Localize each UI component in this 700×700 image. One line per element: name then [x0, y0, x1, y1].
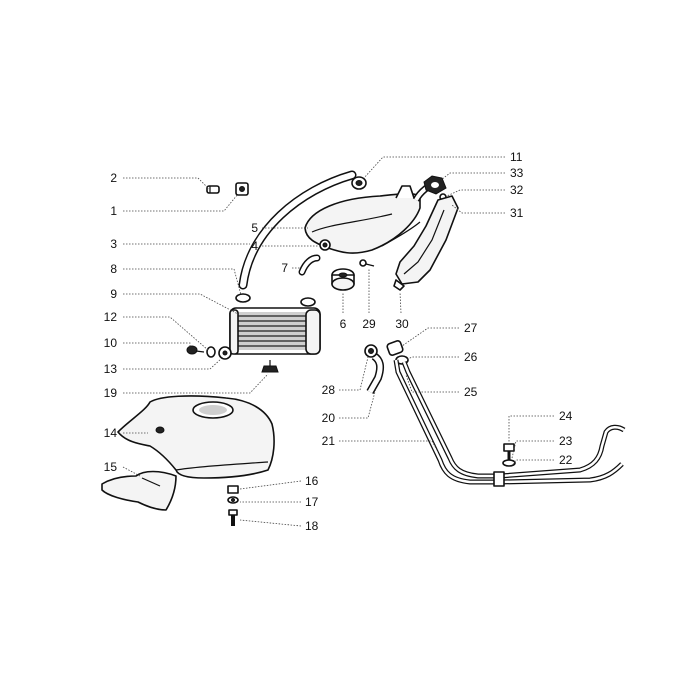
part-11-clamp	[351, 176, 367, 190]
callout-21: 21	[322, 434, 336, 448]
leader-lines	[122, 156, 554, 527]
part-1-nut	[235, 182, 249, 196]
part-4-grommet	[319, 239, 331, 251]
callout-30: 30	[395, 317, 409, 331]
callout-22: 22	[559, 453, 573, 467]
part-23-clamp	[502, 459, 516, 467]
callout-19: 19	[104, 386, 118, 400]
callout-3: 3	[110, 237, 117, 251]
callout-32: 32	[510, 183, 524, 197]
part-20-pipe-elbow	[366, 352, 385, 394]
callout-5: 5	[251, 221, 258, 235]
callout-15: 15	[104, 460, 118, 474]
callout-11: 11	[510, 150, 523, 164]
callout-1: 1	[110, 204, 117, 218]
part-33-filler-cap	[423, 175, 447, 195]
part-31-tank-cover	[381, 195, 459, 285]
callout-23: 23	[559, 434, 573, 448]
callout-20: 20	[322, 411, 336, 425]
callout-2: 2	[110, 171, 117, 185]
callout-12: 12	[104, 310, 118, 324]
callout-14: 14	[104, 426, 118, 440]
callout-24: 24	[559, 409, 573, 423]
callout-4: 4	[251, 239, 258, 253]
callout-27: 27	[464, 321, 478, 335]
part-14-front-cover	[117, 395, 275, 479]
callout-10: 10	[104, 336, 118, 350]
part-5-expansion-tank	[304, 178, 440, 254]
part-6-rubber-mount	[331, 268, 355, 291]
part-27-fitting	[386, 340, 404, 356]
part-25-pipe	[401, 361, 500, 479]
part-12-washer	[206, 346, 216, 358]
callout-labels: 2 1 3 8 9 12 10 13 19 14 15 16 17 18 11 …	[104, 150, 573, 533]
callout-17: 17	[305, 495, 319, 509]
part-21-pipe	[393, 359, 500, 485]
part-15-mud-flap	[101, 470, 177, 511]
part-3-hose	[238, 170, 357, 290]
callout-7: 7	[281, 261, 288, 275]
callout-28: 28	[322, 383, 336, 397]
callout-29: 29	[362, 317, 376, 331]
callout-33: 33	[510, 166, 524, 180]
callout-16: 16	[305, 474, 319, 488]
part-10-screw	[186, 345, 205, 355]
part-2-bolt	[206, 185, 220, 194]
part-13-bushing	[218, 346, 232, 360]
callout-9: 9	[110, 287, 117, 301]
part-7-small-hose	[298, 254, 321, 276]
part-9-radiator	[229, 307, 321, 355]
callout-18: 18	[305, 519, 319, 533]
callout-25: 25	[464, 385, 478, 399]
part-28-clamp	[364, 344, 378, 358]
part-24-bolt	[503, 443, 515, 460]
part-30-bracket	[393, 279, 405, 291]
callout-6: 6	[340, 317, 347, 331]
part-8-washer	[235, 293, 316, 307]
part-17-washer	[227, 496, 239, 504]
callout-26: 26	[464, 350, 478, 364]
part-19-drain-plug	[261, 360, 279, 373]
callout-8: 8	[110, 262, 117, 276]
part-18-bolt	[228, 509, 238, 526]
callout-31: 31	[510, 206, 524, 220]
part-29-screw	[359, 259, 375, 267]
part-16-nut	[227, 485, 239, 494]
callout-13: 13	[104, 362, 118, 376]
part-22-rear-pipes	[493, 424, 626, 487]
